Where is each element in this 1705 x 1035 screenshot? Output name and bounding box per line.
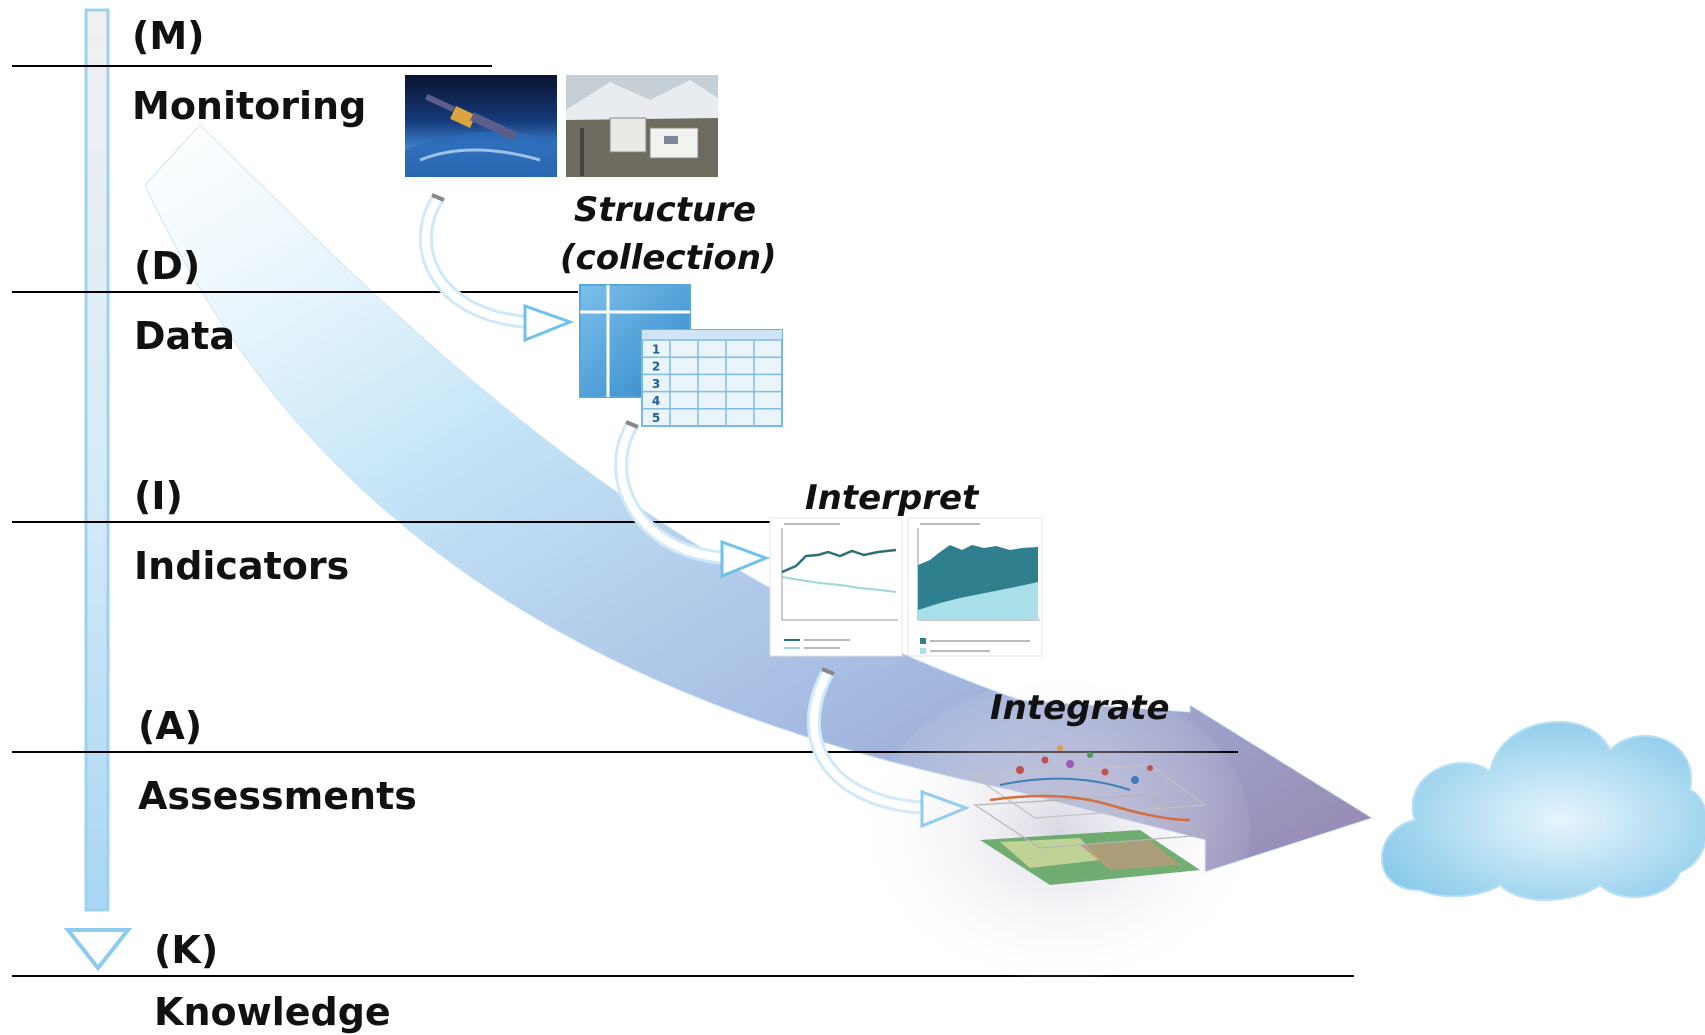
satellite-photo	[405, 75, 557, 177]
indicator-chart-area	[907, 517, 1043, 657]
field-station-photo	[566, 75, 718, 177]
curved-arrow-interpret	[614, 420, 771, 579]
level-code-assessments: (A)	[138, 704, 203, 748]
level-code-monitoring: (M)	[132, 14, 205, 58]
step-structure-label: Structure (collection)	[560, 186, 777, 282]
table-row-number: 4	[652, 394, 660, 408]
table-row-number: 3	[652, 377, 660, 391]
step-integrate-label: Integrate	[990, 688, 1170, 728]
step-collection-subtitle: (collection)	[560, 238, 777, 278]
table-row-number: 1	[652, 342, 660, 356]
level-name-monitoring: Monitoring	[132, 84, 367, 128]
level-name-data: Data	[134, 314, 235, 358]
level-code-data: (D)	[134, 244, 201, 288]
step-structure-title: Structure	[573, 190, 757, 230]
table-row-number: 5	[652, 411, 660, 425]
vertical-arrow	[63, 8, 133, 972]
level-name-knowledge: Knowledge	[154, 990, 391, 1034]
level-code-indicators: (I)	[134, 474, 183, 518]
knowledge-cloud	[1380, 720, 1705, 901]
level-name-assessments: Assessments	[138, 774, 417, 818]
level-name-indicators: Indicators	[134, 544, 350, 588]
curved-arrow-structure	[418, 193, 575, 343]
level-code-knowledge: (K)	[154, 928, 219, 972]
table-row-number: 2	[652, 360, 660, 374]
indicator-chart-line	[769, 517, 903, 657]
step-interpret-label: Interpret	[805, 478, 979, 518]
integrated-map-layers	[870, 680, 1250, 980]
table-icon-front: 1 2 3 4 5	[641, 329, 783, 427]
